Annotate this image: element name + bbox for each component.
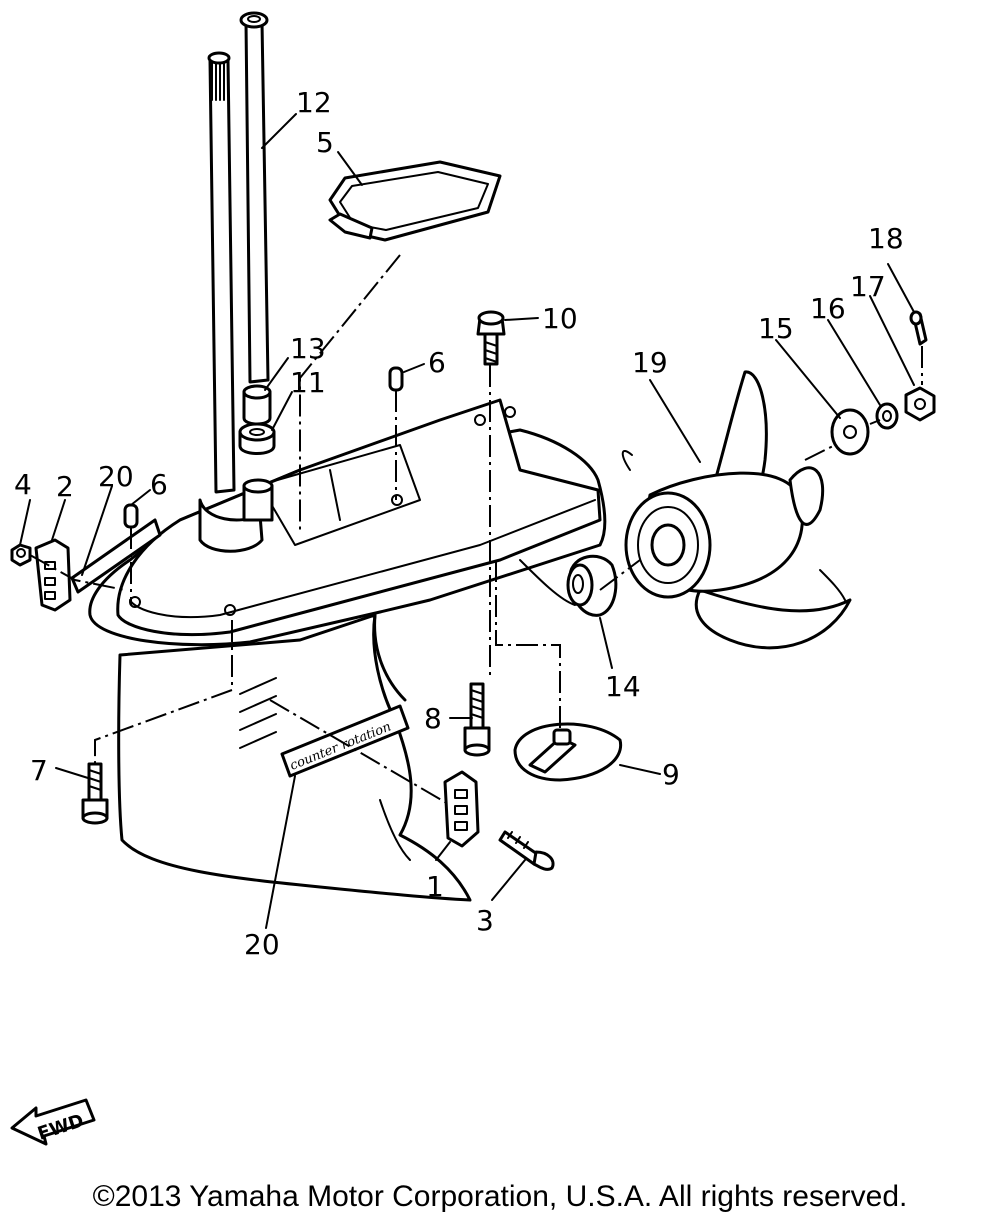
label-18: 18 (868, 222, 904, 255)
label-14: 14 (605, 670, 641, 703)
label-6-right: 6 (428, 346, 446, 379)
label-12: 12 (296, 86, 332, 119)
label-17: 17 (850, 270, 886, 303)
anode-2 (34, 538, 72, 612)
label-3: 3 (476, 904, 494, 937)
dowel-pin-6-left (123, 503, 139, 529)
label-2: 2 (56, 470, 74, 503)
label-1: 1 (426, 870, 444, 903)
shift-shaft (239, 11, 270, 384)
spacer-15 (830, 408, 870, 456)
trim-tab-9 (513, 722, 623, 782)
propeller-19 (621, 370, 852, 650)
copyright-notice: ©2013 Yamaha Motor Corporation, U.S.A. A… (92, 1180, 908, 1213)
label-8: 8 (424, 702, 442, 735)
dowel-pin-6-right (388, 366, 404, 392)
washer-16 (875, 402, 899, 430)
casing-markings (239, 677, 277, 749)
gasket-5 (328, 160, 502, 242)
label-16: 16 (810, 292, 846, 325)
prop-nut-17 (904, 386, 936, 422)
drive-shaft (198, 51, 264, 553)
label-7: 7 (30, 754, 48, 787)
oil-seal-11 (238, 422, 276, 455)
grommet-13 (242, 384, 272, 426)
fwd-arrow-icon: FWD (10, 1098, 96, 1146)
bolt-3 (498, 830, 555, 871)
label-10: 10 (542, 302, 578, 335)
bolt-8 (463, 682, 491, 757)
label-19: 19 (632, 346, 668, 379)
label-5: 5 (316, 126, 334, 159)
label-20-lower: 20 (244, 928, 280, 961)
nut-4 (10, 543, 32, 567)
assembly-lines (29, 254, 923, 806)
decal-20-left (70, 518, 162, 594)
leader-lines (19, 113, 915, 929)
label-15: 15 (758, 312, 794, 345)
label-20-left: 20 (98, 460, 134, 493)
cotter-pin-18 (909, 310, 928, 346)
shift-rod-boss (242, 478, 274, 522)
thrust-washer-14 (566, 554, 618, 617)
label-9: 9 (662, 758, 680, 791)
anode-1 (443, 770, 480, 848)
bolt-10 (476, 310, 506, 366)
label-6-left: 6 (150, 468, 168, 501)
label-13: 13 (290, 332, 326, 365)
bolt-7 (81, 762, 109, 825)
label-4: 4 (14, 468, 32, 501)
part-labels: 12 5 13 11 6 10 19 15 16 17 18 4 2 20 6 … (14, 86, 904, 961)
label-11: 11 (290, 366, 326, 399)
